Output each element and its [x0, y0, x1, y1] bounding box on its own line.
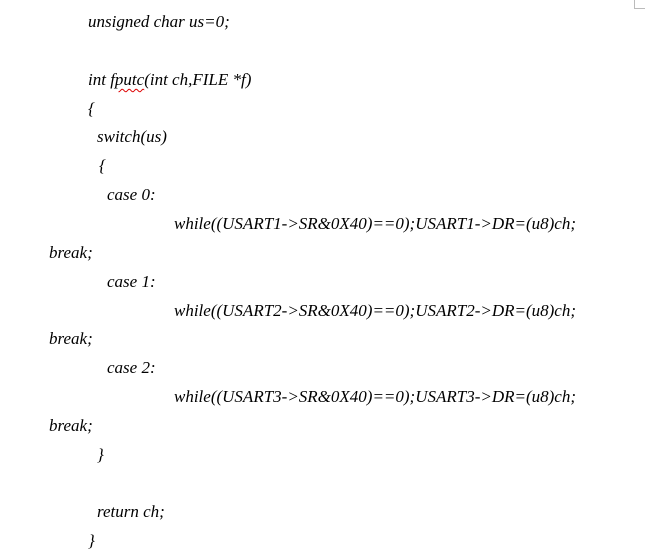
code-line-switch: switch(us) — [97, 127, 167, 146]
code-line-case: case 2: — [107, 358, 156, 377]
code-line-break: break; — [49, 329, 93, 348]
code-line-declaration: unsigned char us=0; — [88, 12, 230, 31]
code-line-break: break; — [49, 416, 93, 435]
code-line-close-brace: } — [88, 531, 95, 550]
code-line-case: case 1: — [107, 272, 156, 291]
sig-prefix: int — [88, 70, 111, 89]
code-line-break: break; — [49, 243, 93, 262]
code-line-case-body: while((USART3->SR&0X40)==0);USART3->DR=(… — [174, 387, 576, 406]
code-line-switch-open-brace: { — [99, 156, 106, 175]
code-line-case-body: while((USART1->SR&0X40)==0);USART1->DR=(… — [174, 214, 576, 233]
spellcheck-word-fputc[interactable]: fputc — [110, 70, 145, 89]
code-line-signature: int fputc(int ch,FILE *f) — [88, 69, 251, 91]
code-line-open-brace: { — [88, 99, 95, 118]
sig-suffix: (int ch,FILE *f) — [144, 70, 252, 89]
code-line-case-body: while((USART2->SR&0X40)==0);USART2->DR=(… — [174, 301, 576, 320]
code-line-switch-close-brace: } — [97, 445, 104, 464]
page-corner-mark — [634, 0, 645, 9]
code-line-case: case 0: — [107, 185, 156, 204]
code-line-return: return ch; — [97, 502, 165, 521]
